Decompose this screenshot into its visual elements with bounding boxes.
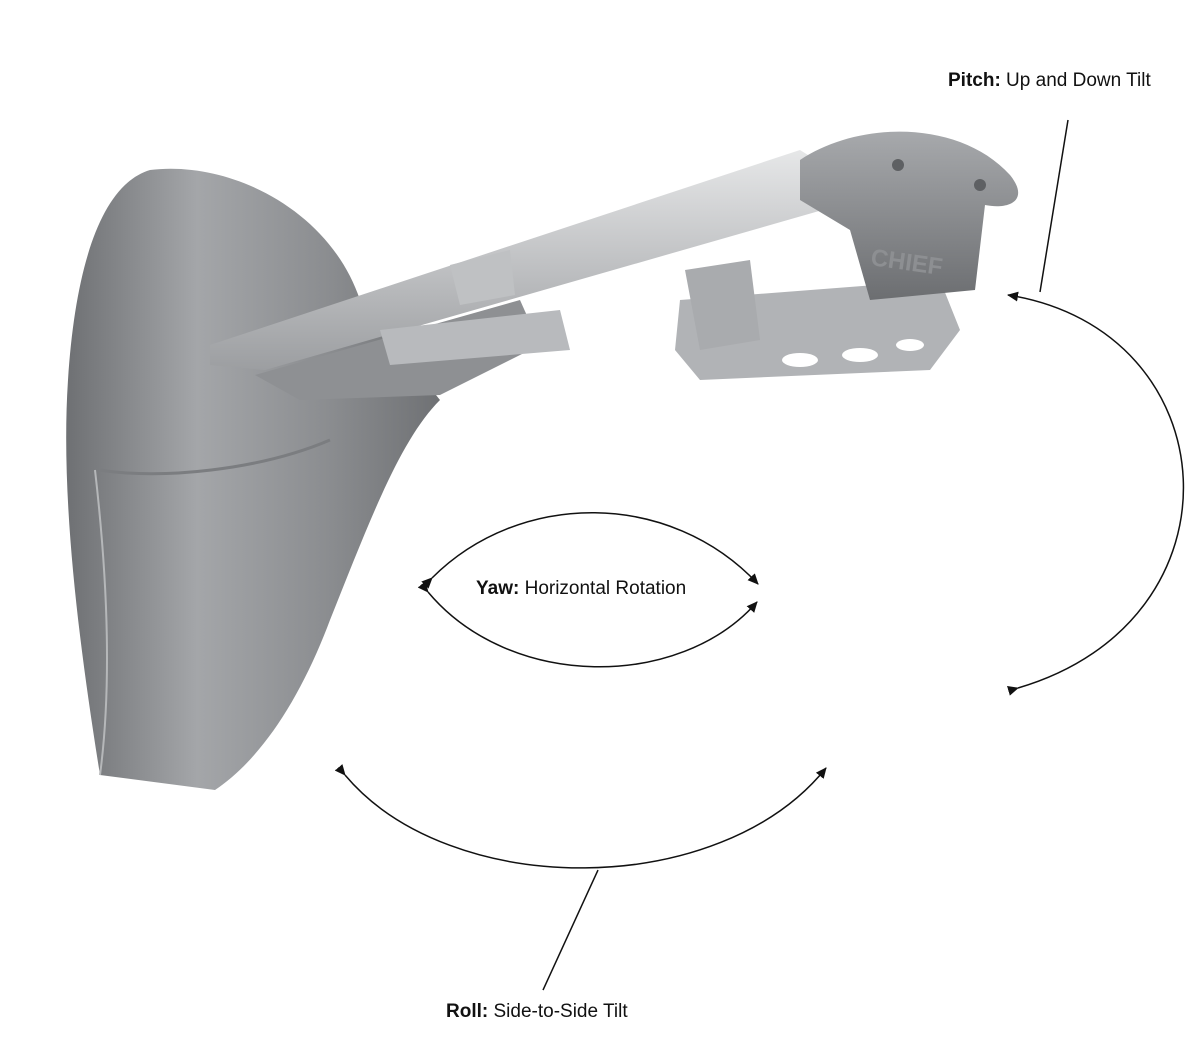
roll-desc: Side-to-Side Tilt [488,1001,628,1022]
roll-term: Roll: [446,1001,489,1022]
wall-plate [66,168,440,791]
roll-arrow [334,764,827,991]
roll-label: Roll: Side-to-Side Tilt [446,1001,628,1023]
yaw-label: Yaw: Horizontal Rotation [476,578,686,600]
adjustment-head: CHIEF [800,131,1019,300]
extension-arm [210,150,840,400]
yaw-term: Yaw: [476,578,520,599]
projector-plate [675,260,960,380]
yaw-arrows [417,512,759,668]
yaw-desc: Horizontal Rotation [519,578,687,599]
pitch-desc: Up and Down Tilt [1000,70,1151,91]
pitch-term: Pitch: [948,70,1001,91]
pitch-label: Pitch: Up and Down Tilt [948,70,1151,92]
pitch-arrow [1006,119,1184,696]
